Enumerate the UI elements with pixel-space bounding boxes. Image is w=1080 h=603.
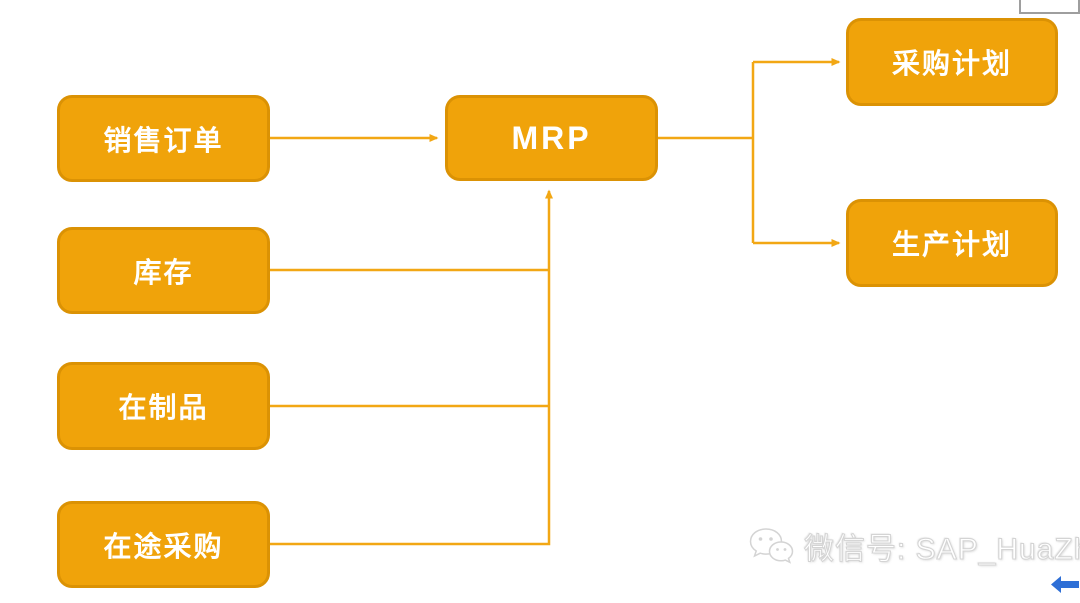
edge-transit-purchase-to-mrp — [270, 189, 553, 546]
node-production-plan: 生产计划 — [846, 199, 1058, 287]
watermark: 微信号: SAP_HuaZhi — [748, 524, 1080, 568]
node-wip: 在制品 — [57, 362, 270, 450]
node-purchase-plan: 采购计划 — [846, 18, 1058, 106]
node-transit-purchase: 在途采购 — [57, 501, 270, 588]
node-inventory: 库存 — [57, 227, 270, 314]
wechat-icon — [749, 528, 794, 564]
frame-fragment — [1019, 0, 1080, 14]
back-arrow-icon[interactable] — [1051, 576, 1079, 593]
watermark-text: 微信号: SAP_HuaZhi — [803, 533, 1080, 567]
node-mrp: MRP — [445, 95, 658, 181]
node-sales-order: 销售订单 — [57, 95, 270, 182]
